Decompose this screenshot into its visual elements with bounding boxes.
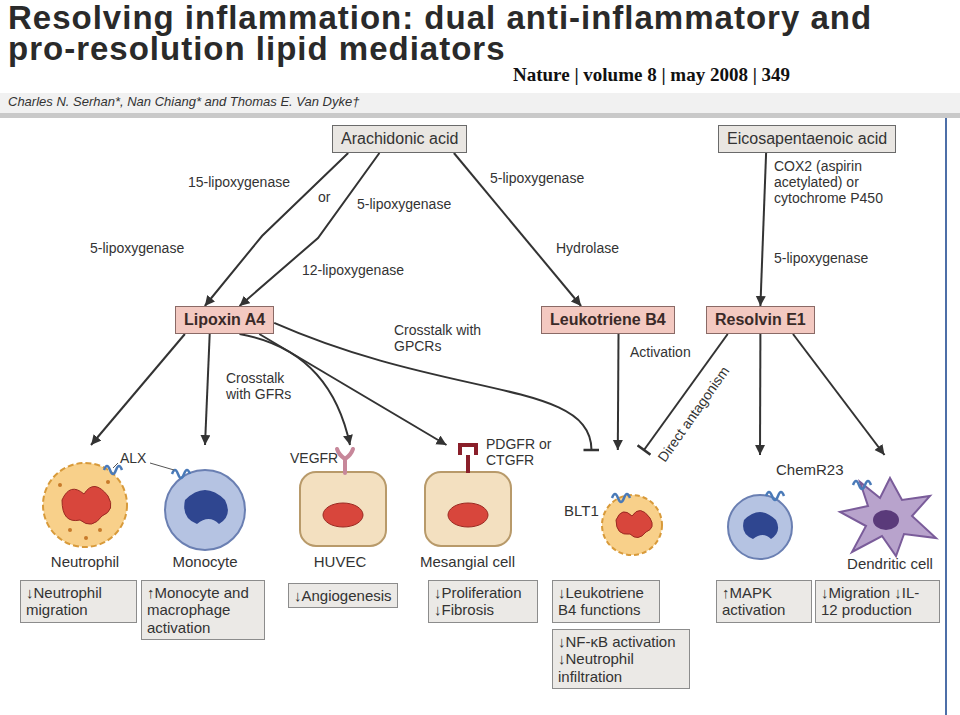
receptor-label: VEGFR (290, 450, 338, 466)
node-text: ↑MAPK activation (722, 584, 806, 619)
arrow-line (793, 334, 885, 455)
node-text: ↓Leukotriene B4 functions (558, 584, 654, 619)
crosstalk-label: Crosstalk with GFRs (226, 370, 298, 402)
node-text: ↓NF-κB activation ↓Neutrophil infiltrati… (558, 633, 684, 685)
substrate-box: Arachidonic acid (332, 125, 467, 153)
node-text: Leukotriene B4 (550, 311, 666, 329)
dendritic-figure (840, 478, 936, 556)
arrow-line (205, 334, 210, 445)
enzyme-label: COX2 (aspirin acetylated) or cytochrome … (774, 158, 914, 206)
cell-node: BLT1 (560, 450, 665, 570)
monocyte-chemr23-figure (728, 492, 792, 559)
node-text: Neutrophil (25, 553, 145, 570)
node-text: Resolvin E1 (715, 311, 806, 329)
cell-node: Mesangial cell (415, 445, 520, 570)
enzyme-label: or (318, 189, 330, 205)
edge-label: Direct antagonism (653, 362, 733, 467)
author-line: Charles N. Serhan*, Nan Chiang* and Thom… (8, 95, 359, 110)
figure-title: Resolving inflammation: dual anti-inflam… (8, 2, 913, 64)
effect-box: ↓Proliferation ↓Fibrosis (428, 580, 538, 623)
leader-line (113, 463, 118, 468)
enzyme-label: 15-lipoxygenase (188, 174, 290, 190)
node-text: ↓Angiogenesis (294, 587, 392, 604)
inhibition-line (274, 323, 591, 450)
effect-box: ↓Migration ↓IL-12 production (815, 580, 940, 623)
neutrophil-blt1-figure (602, 494, 662, 555)
node-text: ChemR23 (776, 461, 844, 478)
frame-line (945, 118, 947, 715)
edge-label: Crosstalk with GPCRs (392, 322, 496, 354)
enzyme-label: 5-lipoxygenase (490, 170, 584, 186)
cell-node: ChemR23 (712, 455, 832, 565)
enzyme-label: Hydrolase (556, 240, 619, 256)
node-text: ↓Proliferation ↓Fibrosis (434, 584, 532, 619)
node-text: ↑Monocyte and macrophage activation (147, 584, 259, 636)
node-text: Eicosapentaenoic acid (727, 130, 887, 148)
effect-box: ↓Angiogenesis (288, 583, 398, 608)
arrow-line (617, 334, 620, 450)
citation: Nature | volume 8 | may 2008 | 349 (513, 64, 790, 86)
node-text: HUVEC (290, 553, 390, 570)
enzyme-label: 5-lipoxygenase (357, 196, 451, 212)
cell-node: Monocyte (155, 445, 255, 570)
effect-box: ↑Monocyte and macrophage activation (141, 580, 265, 640)
cell-node: Dendritic cell (835, 455, 945, 572)
node-text: ↓Migration ↓IL-12 production (821, 584, 934, 619)
monocyte-figure (165, 470, 245, 550)
receptor-label: PDGFR or CTGFR (486, 436, 558, 468)
effect-box: ↓Leukotriene B4 functions (552, 580, 660, 623)
node-text: ↓Neutrophil migration (26, 584, 131, 619)
effect-box: ↓Neutrophil migration (20, 580, 137, 623)
arrow-line (760, 153, 766, 306)
effect-box: ↑MAPK activation (716, 580, 812, 623)
arrow-line (91, 334, 185, 445)
node-text: Monocyte (155, 553, 255, 570)
leader-line (150, 463, 174, 470)
arrow-line (759, 334, 761, 455)
edge-label: Activation (628, 344, 693, 360)
enzyme-label: 12-lipoxygenase (302, 262, 404, 278)
enzyme-label: 5-lipoxygenase (90, 240, 184, 256)
cell-node: Neutrophil (25, 445, 145, 570)
node-text: BLT1 (564, 502, 599, 519)
receptor-label: ALX (120, 450, 146, 466)
header-rule (0, 113, 960, 118)
enzyme-label: 5-lipoxygenase (774, 250, 868, 266)
node-text: Dendritic cell (835, 555, 945, 572)
effect-box: ↓NF-κB activation ↓Neutrophil infiltrati… (552, 629, 690, 689)
author-band (0, 93, 960, 113)
mediator-box: Resolvin E1 (706, 306, 815, 334)
node-text: Arachidonic acid (341, 130, 458, 148)
mediator-box: Leukotriene B4 (541, 306, 675, 334)
cell-node: HUVEC (290, 445, 390, 570)
substrate-box: Eicosapentaenoic acid (718, 125, 896, 153)
neutrophil-figure (43, 463, 127, 547)
node-text: Lipoxin A4 (184, 311, 265, 329)
node-text: Mesangial cell (415, 553, 520, 570)
mediator-box: Lipoxin A4 (175, 306, 274, 334)
